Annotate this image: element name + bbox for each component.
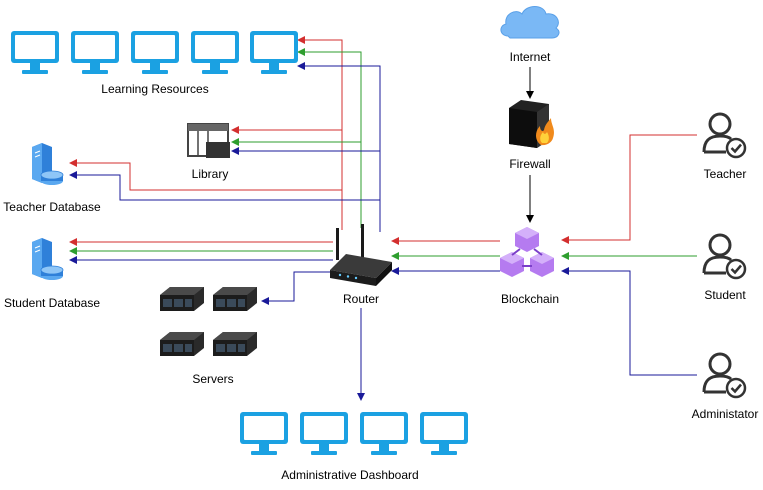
firewall-label: Firewall xyxy=(509,157,550,171)
teacher-label: Teacher xyxy=(704,167,747,181)
teacher-database-label: Teacher Database xyxy=(3,200,101,214)
router-label: Router xyxy=(343,292,379,306)
teacher-to-blockchain-red xyxy=(561,134,697,244)
monitor-icon xyxy=(71,31,119,74)
router-to-learning-resources-red xyxy=(297,36,343,230)
database-server-icon xyxy=(31,142,64,186)
user-check-icon xyxy=(702,352,747,399)
administrative-dashboard-label: Administrative Dashboard xyxy=(281,468,418,482)
student-group: Student xyxy=(702,233,747,302)
monitor-icon xyxy=(420,412,468,455)
teacher-group: Teacher xyxy=(702,112,747,181)
rack-server-icon xyxy=(213,287,257,311)
monitor-icon xyxy=(300,412,348,455)
admin-to-blockchain-blue xyxy=(561,267,697,376)
learning-resources-group: Learning Resources xyxy=(11,31,298,96)
administrative-dashboard-group: Administrative Dashboard xyxy=(240,412,468,482)
cloud-icon xyxy=(500,6,560,39)
learning-resources-label: Learning Resources xyxy=(101,82,208,96)
router-to-servers-blue xyxy=(261,271,333,305)
monitor-icon xyxy=(11,31,59,74)
rack-server-icon xyxy=(160,287,204,311)
servers-group: Servers xyxy=(160,287,257,386)
monitor-icon xyxy=(131,31,179,74)
router-to-teacher-db-blue xyxy=(69,171,380,201)
blockchain-label: Blockchain xyxy=(501,292,559,306)
router-icon xyxy=(330,224,392,286)
library-window-icon xyxy=(187,123,230,158)
blockchain-group: Blockchain xyxy=(500,227,559,306)
internet-group: Internet xyxy=(500,6,560,64)
library-group: Library xyxy=(187,123,230,181)
monitor-icon xyxy=(240,412,288,455)
connections xyxy=(69,36,697,401)
router-to-teacher-db-red xyxy=(69,159,342,191)
blockchain-cubes-icon xyxy=(500,227,554,277)
administator-label: Administator xyxy=(692,407,759,421)
firewall-icon xyxy=(509,100,554,148)
monitor-icon xyxy=(250,31,298,74)
library-label: Library xyxy=(192,167,229,181)
monitor-icon xyxy=(360,412,408,455)
rack-server-icon xyxy=(213,332,257,356)
student-database-label: Student Database xyxy=(4,296,100,310)
router-group: Router xyxy=(330,224,392,306)
rack-server-icon xyxy=(160,332,204,356)
user-check-icon xyxy=(702,233,747,280)
router-to-learning-resources-blue xyxy=(297,62,381,232)
teacher-database-group: Teacher Database xyxy=(3,142,101,214)
database-server-icon xyxy=(31,237,64,281)
monitor-icon xyxy=(191,31,239,74)
administrator-group: Administator xyxy=(692,352,759,421)
internet-label: Internet xyxy=(510,50,551,64)
student-database-group: Student Database xyxy=(4,237,100,310)
servers-label: Servers xyxy=(192,372,233,386)
student-label: Student xyxy=(704,288,746,302)
router-to-learning-resources-green xyxy=(297,48,362,228)
firewall-group: Firewall xyxy=(509,100,554,171)
user-check-icon xyxy=(702,112,747,159)
